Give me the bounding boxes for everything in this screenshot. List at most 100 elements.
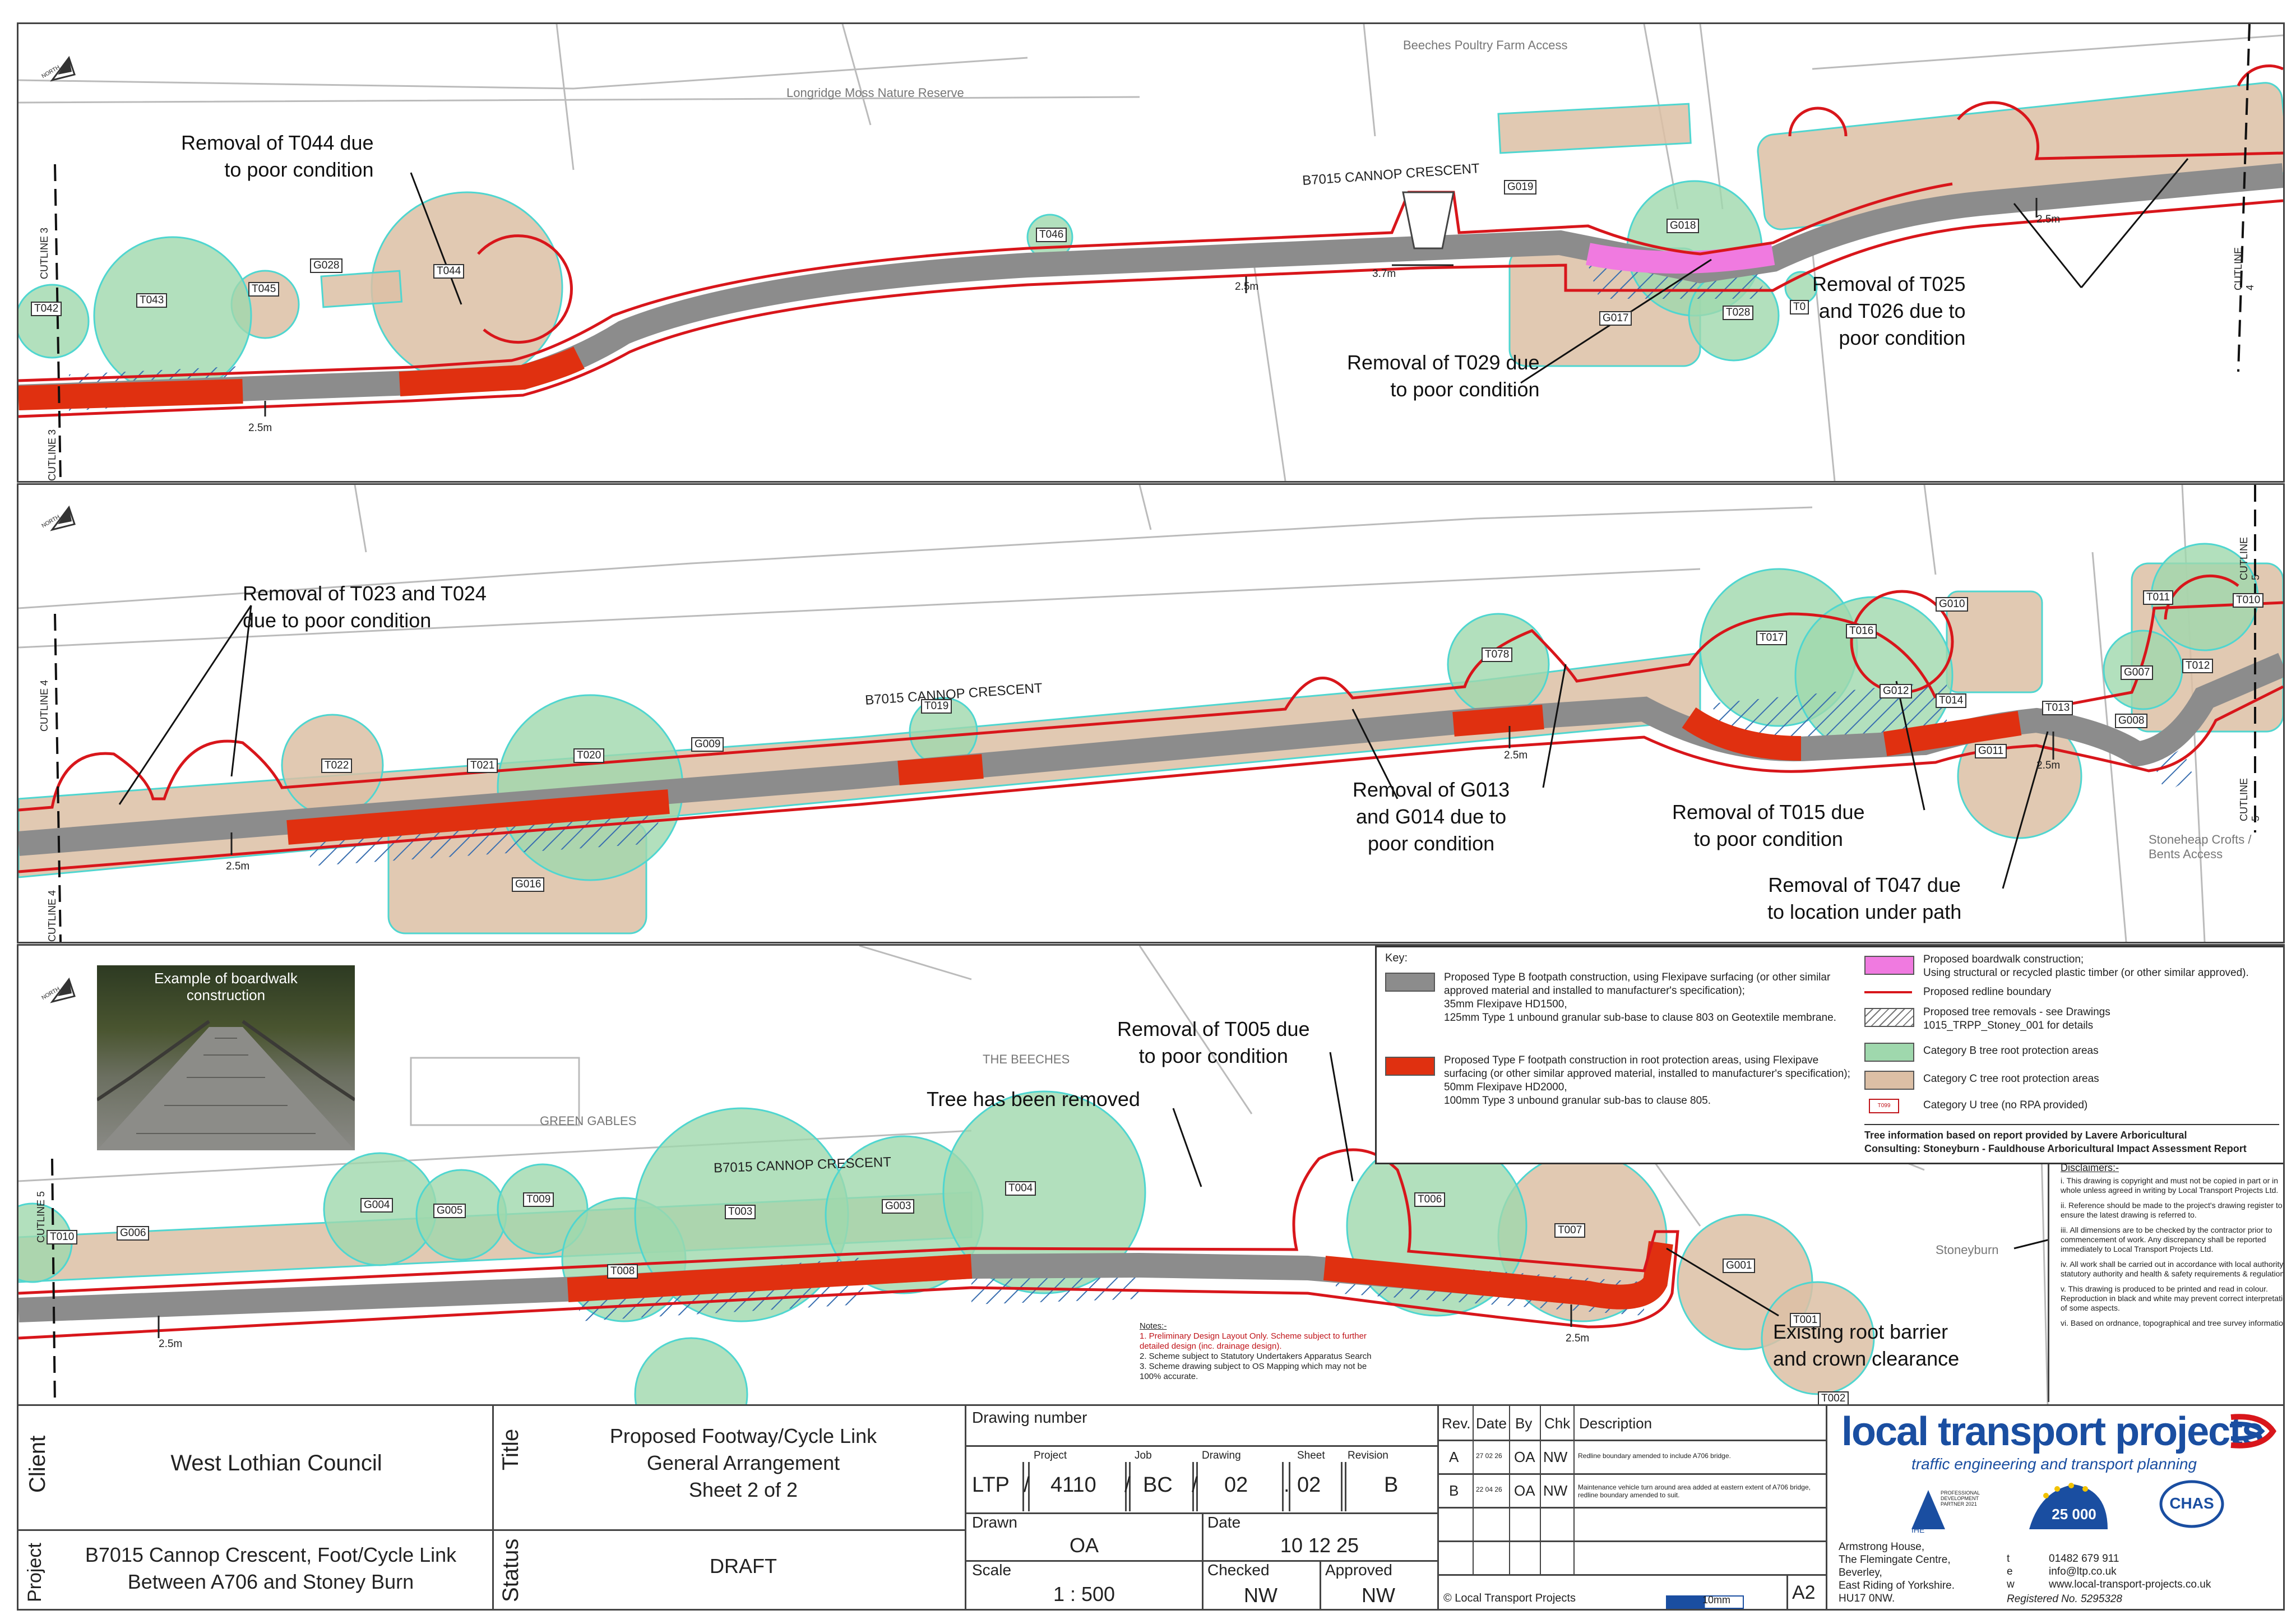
dn-sep: . <box>1284 1473 1290 1497</box>
dimension-label: 2.5m <box>2036 214 2061 225</box>
drawn-value: OA <box>1069 1534 1099 1557</box>
disclaimer-item: ii. Reference should be made to the proj… <box>2061 1201 2283 1219</box>
approved-value: NW <box>1362 1584 1395 1607</box>
key-footer: Tree information based on report provide… <box>1864 1124 2279 1155</box>
key-swatch-boardwalk <box>1864 956 1914 975</box>
tree-tag: T014 <box>1936 693 1967 708</box>
cutline-label: CUTLINE 5 <box>35 1191 47 1243</box>
tree-tag: G005 <box>433 1204 466 1218</box>
tree-tag: T020 <box>573 748 605 763</box>
rev-b-desc: Maintenance vehicle turn around area add… <box>1578 1483 1811 1499</box>
title-block: Client West Lothian Council Project B701… <box>17 1404 2285 1611</box>
tree-tag: T001 <box>1790 1313 1821 1327</box>
key-swatch-removals <box>1864 1008 1914 1027</box>
dn-sep: / <box>1024 1473 1030 1497</box>
cutline-label: CUTLINE 3 <box>39 227 50 279</box>
dn-value: 02 <box>1224 1473 1248 1497</box>
key-swatch-type-f <box>1385 1057 1435 1076</box>
north-arrow-icon <box>50 977 76 1003</box>
rev-b: B <box>1449 1482 1459 1499</box>
date-value: 10 12 25 <box>1280 1534 1359 1557</box>
drawn-label: Drawn <box>972 1514 1017 1531</box>
scale-value: 1 : 500 <box>1053 1583 1115 1606</box>
contact-email[interactable]: info@ltp.co.uk <box>2049 1566 2117 1577</box>
dn-value: 02 <box>1297 1473 1321 1497</box>
key-text-boardwalk: Proposed boardwalk construction; Using s… <box>1923 954 2249 979</box>
place-label: Longridge Moss Nature Reserve <box>786 86 964 100</box>
tree-tag: G009 <box>691 737 724 752</box>
disclaimers-title: Disclaimers:- <box>2061 1162 2119 1173</box>
notes-item: 3. Scheme drawing subject to OS Mapping … <box>1140 1362 1367 1381</box>
dn-head: Job <box>1135 1450 1152 1461</box>
title-label: Title <box>498 1428 523 1470</box>
title-value: Proposed Footway/Cycle Link General Arra… <box>609 1424 877 1501</box>
status-value: DRAFT <box>710 1554 777 1577</box>
boardwalk-photo: Example of boardwalk construction <box>97 965 355 1150</box>
notes-item: 1. Preliminary Design Layout Only. Schem… <box>1140 1331 1367 1351</box>
annotation-t023-t024: Removal of T023 and T024 due to poor con… <box>243 582 487 632</box>
notes-item: 2. Scheme subject to Statutory Undertake… <box>1140 1352 1372 1361</box>
tree-tag: T042 <box>31 302 62 316</box>
contact-website[interactable]: www.local-transport-projects.co.uk <box>2049 1579 2211 1590</box>
badge-chas: CHAS <box>2158 1479 2225 1535</box>
scalebar <box>1666 1595 1744 1609</box>
drawing-number-cell: Drawing number Project Job Drawing Sheet… <box>966 1406 1439 1514</box>
paper-size: A2 <box>1792 1582 1816 1603</box>
badge-text: 25 000 <box>2052 1506 2096 1523</box>
rev-a-chk: NW <box>1543 1449 1568 1465</box>
paper-size-cell: A2 <box>1786 1574 1827 1609</box>
tree-tag: T010 <box>2233 593 2264 608</box>
svg-text:IHE: IHE <box>1911 1525 1924 1534</box>
key-text-cat-b: Category B tree root protection areas <box>1923 1045 2099 1057</box>
north-arrow-icon <box>50 505 76 531</box>
tree-tag: T021 <box>467 758 498 773</box>
contact-phone: 01482 679 911 <box>2049 1553 2119 1565</box>
tree-tag: T009 <box>523 1192 554 1207</box>
plan-drawing-3 <box>18 946 2059 1405</box>
approved-cell: Approved NW <box>1320 1560 1439 1609</box>
tree-tag: G018 <box>1667 219 1700 233</box>
plan-drawing-2 <box>18 485 2283 942</box>
status-label: Status <box>498 1538 523 1602</box>
disclaimer-item: vi. Based on ordnance, topographical and… <box>2061 1318 2285 1327</box>
approved-label: Approved <box>1325 1561 1392 1579</box>
rev-head: Rev. <box>1442 1415 1471 1432</box>
plan-panel-1: Removal of T044 due to poor condition Re… <box>17 22 2285 483</box>
tree-tag: T022 <box>321 758 353 773</box>
scalebar-label: 10mm <box>1702 1594 1731 1606</box>
rev-head: Chk <box>1544 1415 1571 1432</box>
tree-tag: G010 <box>1936 597 1969 612</box>
key-text-cat-c: Category C tree root protection areas <box>1923 1073 2099 1085</box>
plan-panel-2: Removal of T023 and T024 due to poor con… <box>17 483 2285 943</box>
disclaimer-item: v. This drawing is produced to be printe… <box>2061 1284 2285 1312</box>
cutline-label: CUTLINE 5 <box>2238 536 2261 580</box>
north-arrow-icon <box>50 55 76 82</box>
contact-key-w: w <box>2007 1579 2015 1590</box>
photo-caption: Example of boardwalk construction <box>154 970 298 1003</box>
drawn-cell: Drawn OA <box>966 1512 1203 1562</box>
dn-boxes <box>966 1462 1437 1512</box>
disclaimer-item: iv. All work shall be carried out in acc… <box>2061 1260 2285 1278</box>
place-label: Beeches Poultry Farm Access <box>1403 38 1568 52</box>
rev-b-chk: NW <box>1543 1482 1568 1499</box>
rev-head: By <box>1515 1415 1533 1432</box>
tree-tag: T078 <box>1482 647 1513 662</box>
annotation-t044: Removal of T044 due to poor condition <box>181 131 374 181</box>
dimension-label: 2.5m <box>159 1338 183 1350</box>
company-logo: local transport projects <box>1841 1409 2264 1454</box>
drawing-number-label: Drawing number <box>972 1409 1087 1426</box>
key-swatch-cat-u: T099 <box>1869 1099 1899 1113</box>
dn-head: Project <box>1034 1450 1067 1461</box>
tree-tag: G011 <box>1975 744 2007 758</box>
dn-head: Sheet <box>1297 1450 1325 1461</box>
client-value: West Lothian Council <box>170 1451 382 1475</box>
tree-tag: G001 <box>1723 1259 1756 1273</box>
rev-head: Description <box>1579 1415 1652 1432</box>
company-logo-swoosh-icon <box>2230 1414 2277 1449</box>
key-text-type-b: Proposed Type B footpath construction, u… <box>1444 971 1836 1024</box>
rev-a: A <box>1449 1449 1459 1465</box>
disclaimer-item: iii. All dimensions are to be checked by… <box>2061 1225 2272 1253</box>
dn-head: Revision <box>1348 1450 1388 1461</box>
key-legend: Key: Proposed Type B footpath constructi… <box>1375 946 2283 1164</box>
badge-professional: IHE PROFESSIONAL DEVELOPMENT PARTNER 202… <box>1906 1479 1980 1535</box>
